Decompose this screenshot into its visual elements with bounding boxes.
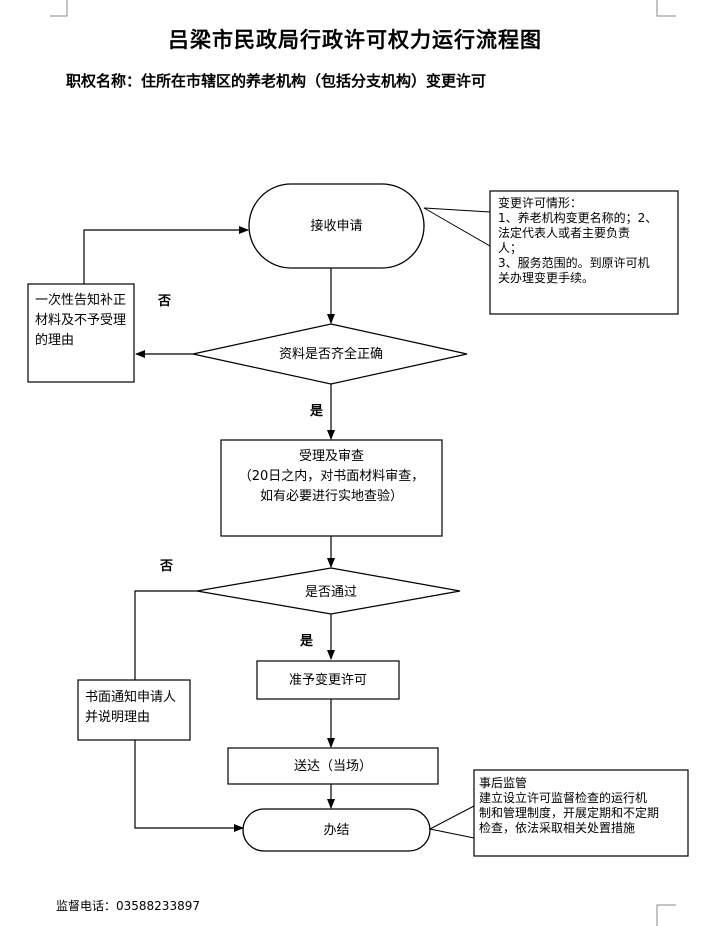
approve-shape <box>256 660 400 700</box>
label-yes-2: 是 <box>300 634 314 649</box>
page-title: 吕梁市民政局行政许可权力运行流程图 <box>168 28 542 52</box>
change-cases-line-6: 关办理变更手续。 <box>498 271 595 285</box>
deliver-label: 送达（当场） <box>293 758 372 774</box>
notify-supplement-label: 一次性告知补正材料及不予受理的理由 <box>35 293 127 348</box>
arrow-notify-to-receive <box>83 226 249 284</box>
change-cases-line-2: 1、养老机构变更名称的；2、 <box>498 211 658 225</box>
accept-review-label: 受理及审查 （20日之内，对书面材料审查， 如有必要进行实地查验） <box>221 447 442 507</box>
accept-review-line-1: 受理及审查 <box>298 449 364 464</box>
finish-node-shape <box>242 808 431 852</box>
change-cases-line-3: 法定代表人或者主要负责 <box>498 226 631 240</box>
notify-supplement-shape <box>27 283 135 383</box>
written-notice-shape <box>77 679 191 741</box>
change-cases-callout-pointer <box>423 207 491 247</box>
supervision-callout-pointer <box>428 805 475 839</box>
label-no-1: 否 <box>158 294 172 309</box>
change-cases-note-shape <box>489 190 679 315</box>
supervision-phone: 监督电话：03588233897 <box>56 899 200 913</box>
page-subtitle: 职权名称：住所在市辖区的养老机构（包括分支机构）变更许可 <box>66 72 487 90</box>
supervision-line-2: 建立设立许可监督检查的运行机 <box>479 791 648 805</box>
supervision-note: 事后监管 建立设立许可监督检查的运行机 制和管理制度，开展定期和不定期 检查，依… <box>479 776 687 836</box>
change-cases-note: 变更许可情形： 1、养老机构变更名称的；2、 法定代表人或者主要负责 人； 3、… <box>498 196 676 286</box>
accept-review-shape <box>220 439 443 537</box>
written-notice-label: 书面通知申请人并说明理由 <box>85 690 177 725</box>
change-cases-line-5: 3、服务范围的。到原许可机 <box>498 256 650 270</box>
change-cases-line-4: 人； <box>498 241 523 255</box>
crop-marks <box>50 0 676 926</box>
supervision-note-shape <box>473 769 689 857</box>
supervision-line-4: 检查，依法采取相关处置措施 <box>479 821 636 835</box>
change-cases-line-1: 变更许可情形： <box>498 196 583 210</box>
supervision-line-3: 制和管理制度，开展定期和不定期 <box>479 806 660 820</box>
approve-label: 准予变更许可 <box>288 672 367 688</box>
passed-label: 是否通过 <box>304 584 357 600</box>
accept-review-line-3: 如有必要进行实地查验） <box>259 489 403 504</box>
receive-node-label: 接收申请 <box>310 218 363 234</box>
supervision-line-1: 事后监管 <box>479 776 528 790</box>
receive-node-shape <box>248 183 425 269</box>
finish-node-label: 办结 <box>323 822 350 838</box>
accept-review-line-2: （20日之内，对书面材料审查， <box>238 469 425 484</box>
label-no-2: 否 <box>160 559 174 574</box>
check-docs-label: 资料是否齐全正确 <box>278 346 383 362</box>
deliver-shape <box>227 747 439 785</box>
label-yes-1: 是 <box>310 404 324 419</box>
